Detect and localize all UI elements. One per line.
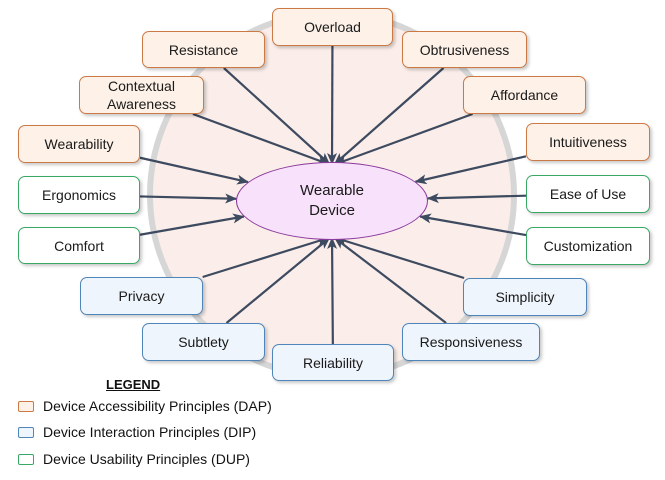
node-privacy: Privacy [80,277,203,315]
legend-item-dap: Device Accessibility Principles (DAP) [18,398,272,414]
arrow-resistance [223,67,331,165]
legend-label-dup: Device Usability Principles (DUP) [43,451,250,467]
legend-label-dap: Device Accessibility Principles (DAP) [43,398,272,414]
node-comfort: Comfort [18,227,140,264]
arrow-obtrusiveness [333,67,445,165]
legend-title: LEGEND [106,377,161,392]
legend-item-dup: Device Usability Principles (DUP) [18,451,250,467]
legend-swatch-dup [18,453,34,465]
legend-swatch-dap [18,400,34,412]
arrow-customization [419,213,527,237]
legend-swatch-dip [18,426,34,438]
node-obtrusiveness: Obtrusiveness [402,31,527,68]
node-customization: Customization [526,227,650,265]
node-contextual-awareness: Contextual Awareness [79,76,204,114]
arrow-affordance [334,112,473,166]
node-reliability: Reliability [272,344,394,381]
node-simplicity: Simplicity [463,278,587,316]
arrow-wearability [139,156,250,185]
node-overload: Overload [272,8,393,46]
legend-item-dip: Device Interaction Principles (DIP) [18,424,256,440]
node-ergonomics: Ergonomics [18,176,140,214]
wearable-device-node: Wearable Device [236,162,428,240]
node-resistance: Resistance [142,31,265,68]
arrow-comfort [139,213,245,236]
node-affordance: Affordance [463,76,586,114]
arrow-simplicity [334,236,465,280]
node-subtlety: Subtlety [142,323,265,361]
arrow-ease-of-use [426,193,527,204]
arrow-contextual-awareness [192,112,330,166]
arrow-reliability [327,237,338,345]
arrow-subtlety [225,237,331,324]
arrow-ergonomics [139,193,238,204]
legend-label-dip: Device Interaction Principles (DIP) [43,424,257,440]
node-wearability: Wearability [18,125,140,163]
node-intuitiveness: Intuitiveness [526,123,650,161]
arrow-responsiveness [333,237,447,324]
node-responsiveness: Responsiveness [402,323,540,361]
arrow-intuitiveness [414,155,527,185]
node-ease-of-use: Ease of Use [526,175,650,213]
arrow-privacy [202,236,330,279]
